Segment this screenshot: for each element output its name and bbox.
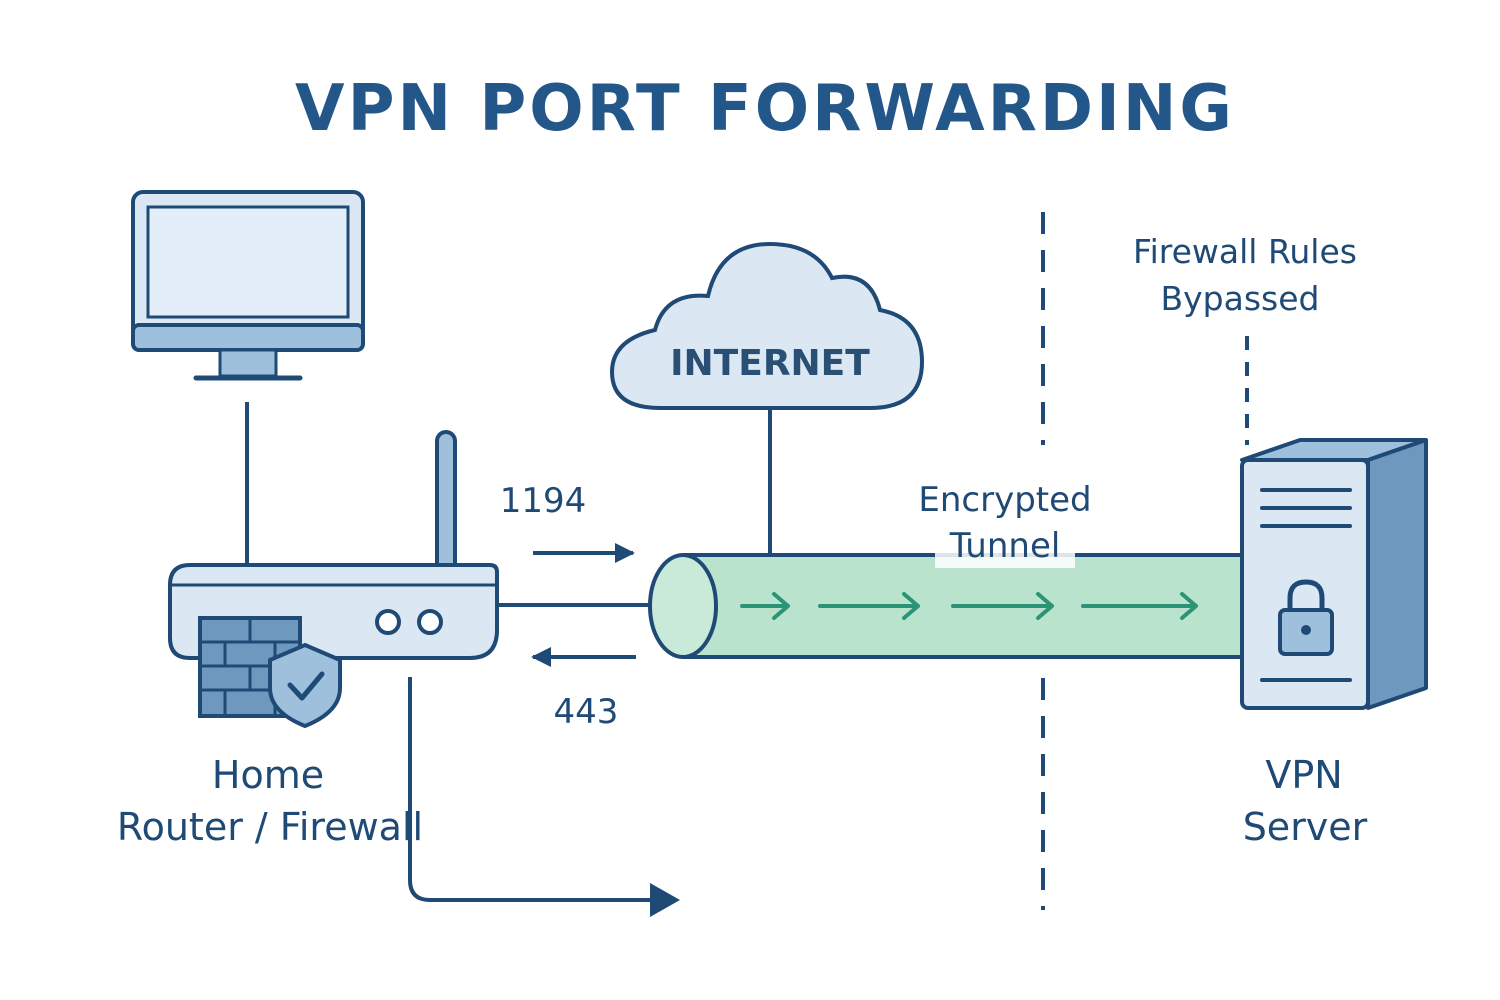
tunnel-arrows: [740, 592, 1198, 620]
port-inbound-label: 443: [554, 692, 619, 732]
monitor-icon: [131, 190, 365, 381]
cloud-label: INTERNET: [670, 343, 870, 384]
shield-check-icon: [268, 642, 342, 729]
cloud-icon: [609, 241, 925, 410]
server-icon: [1240, 438, 1428, 710]
tunnel-arrow: [951, 592, 1054, 620]
server-label-line1: VPN: [1265, 753, 1342, 797]
padlock-icon: [1278, 579, 1334, 656]
router-label-line1: Home: [212, 753, 324, 797]
tunnel-label-line2: Tunnel: [949, 526, 1061, 566]
tunnel-label-backdrop: [935, 528, 1075, 568]
diagram-title: VPN PORT FORWARDING: [295, 72, 1235, 146]
port-outbound-label: 1194: [500, 481, 587, 521]
router-label-line2: Router / Firewall: [117, 805, 423, 849]
server-label-line2: Server: [1243, 805, 1368, 849]
firewall-note-line2: Bypassed: [1161, 279, 1320, 318]
router-forward-arrowhead: [650, 883, 680, 917]
tunnel-label-line1: Encrypted: [918, 480, 1091, 520]
tunnel-arrow: [818, 592, 920, 620]
firewall-note-line1: Firewall Rules: [1133, 232, 1357, 271]
router-forward-arrow: [408, 677, 650, 902]
tunnel-arrow: [1081, 592, 1198, 620]
tunnel-arrow: [740, 592, 790, 620]
